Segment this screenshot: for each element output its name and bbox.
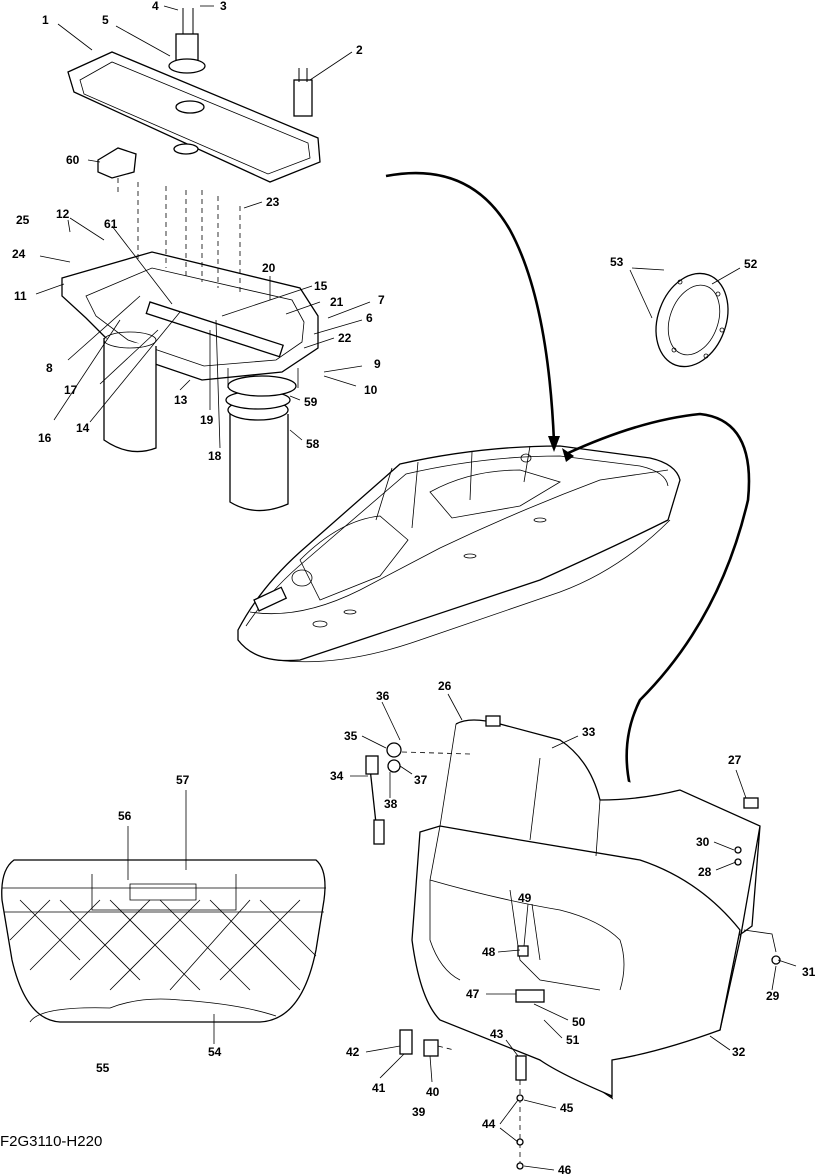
callout-58: 58 — [306, 437, 320, 451]
callout-1: 1 — [42, 13, 49, 27]
callout-40: 40 — [426, 1085, 440, 1099]
callout-4: 4 — [152, 0, 159, 13]
callout-23: 23 — [266, 195, 280, 209]
callout-42: 42 — [346, 1045, 360, 1059]
callout-6: 6 — [366, 311, 373, 325]
callout-33: 33 — [582, 725, 596, 739]
callout-57: 57 — [176, 773, 190, 787]
callout-27: 27 — [728, 753, 742, 767]
callout-5: 5 — [102, 13, 109, 27]
seat-cushion — [1, 790, 326, 1044]
callout-17: 17 — [64, 383, 78, 397]
callout-61: 61 — [104, 217, 118, 231]
callout-39: 39 — [412, 1105, 426, 1119]
callout-59: 59 — [304, 395, 318, 409]
callout-22: 22 — [338, 331, 352, 345]
callout-49: 49 — [518, 891, 532, 905]
callout-41: 41 — [372, 1081, 386, 1095]
callout-16: 16 — [38, 431, 52, 445]
callout-3: 3 — [220, 0, 227, 13]
callout-28: 28 — [698, 865, 712, 879]
callout-37: 37 — [414, 773, 428, 787]
callout-43: 43 — [490, 1027, 504, 1041]
callout-8: 8 — [46, 361, 53, 375]
callout-50: 50 — [572, 1015, 586, 1029]
callout-34: 34 — [330, 769, 344, 783]
callout-32: 32 — [732, 1045, 746, 1059]
storage-bin — [365, 715, 781, 1170]
callout-48: 48 — [482, 945, 496, 959]
callout-7: 7 — [378, 293, 385, 307]
callout-14: 14 — [76, 421, 90, 435]
boat-illustration — [237, 445, 681, 663]
callout-26: 26 — [438, 679, 452, 693]
callout-24: 24 — [12, 247, 26, 261]
callout-38: 38 — [384, 797, 398, 811]
hatch-lid-assembly — [61, 8, 321, 512]
callout-55: 55 — [96, 1061, 110, 1075]
callout-45: 45 — [560, 1101, 574, 1115]
callout-15: 15 — [314, 279, 328, 293]
callout-46: 46 — [558, 1163, 572, 1176]
ring-assembly — [629, 267, 741, 368]
callout-12: 12 — [56, 207, 70, 221]
callout-9: 9 — [374, 357, 381, 371]
callout-20: 20 — [262, 261, 276, 275]
callout-30: 30 — [696, 835, 710, 849]
callout-13: 13 — [174, 393, 188, 407]
callout-labels: 1 5 4 3 2 60 23 25 12 61 24 20 15 11 21 … — [12, 0, 816, 1176]
callout-29: 29 — [766, 989, 780, 1003]
callout-52: 52 — [744, 257, 758, 271]
callout-31: 31 — [802, 965, 816, 979]
callout-60: 60 — [66, 153, 80, 167]
callout-51: 51 — [566, 1033, 580, 1047]
callout-19: 19 — [200, 413, 214, 427]
callout-18: 18 — [208, 449, 222, 463]
callout-10: 10 — [364, 383, 378, 397]
callout-47: 47 — [466, 987, 480, 1001]
callout-25: 25 — [16, 213, 30, 227]
callout-2: 2 — [356, 43, 363, 57]
callout-35: 35 — [344, 729, 358, 743]
callout-56: 56 — [118, 809, 132, 823]
pointer-arrows — [385, 171, 751, 787]
callout-11: 11 — [14, 289, 27, 303]
callout-54: 54 — [208, 1045, 222, 1059]
callout-44: 44 — [482, 1117, 496, 1131]
callout-53: 53 — [610, 255, 624, 269]
callout-36: 36 — [376, 689, 390, 703]
figure-code: F2G3110-H220 — [0, 1133, 102, 1150]
leader-lines-lower — [350, 693, 797, 1171]
callout-21: 21 — [330, 295, 344, 309]
leader-lines-upper — [35, 5, 371, 449]
